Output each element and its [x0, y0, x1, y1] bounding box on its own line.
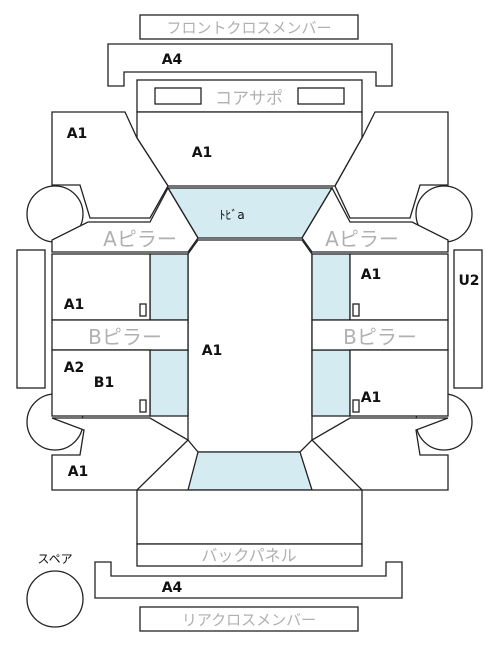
- windshield-label: ﾄﾋﾞa: [219, 208, 244, 222]
- hood-code: A1: [192, 145, 213, 161]
- rear-cross-member-box[interactable]: [139, 606, 359, 632]
- rear-cross-member-label: リアクロスメンバー: [182, 611, 316, 629]
- rear-bumper-code: A4: [162, 580, 183, 596]
- back-panel[interactable]: [136, 543, 363, 567]
- b-pillar-left-label: Bピラー: [88, 325, 162, 349]
- right-front-door-glass[interactable]: [311, 253, 351, 321]
- left-rear-door[interactable]: [51, 349, 151, 417]
- right-rear-door-handle: [352, 399, 360, 413]
- front-cross-member-label: フロントクロスメンバー: [166, 19, 331, 37]
- right-rear-door-code: A1: [361, 390, 382, 406]
- right-rocker-panel[interactable]: [453, 249, 483, 389]
- trunk-lid[interactable]: [136, 489, 363, 545]
- a-pillar-right[interactable]: [301, 186, 449, 253]
- left-fender-code: A1: [67, 126, 88, 142]
- front-bumper-bracket[interactable]: [107, 43, 393, 87]
- left-rear-door-code-b1: B1: [94, 375, 114, 391]
- b-pillar-right-label: Bピラー: [343, 325, 417, 349]
- front-cross-member-box[interactable]: [139, 14, 359, 40]
- roof-code: A1: [202, 343, 223, 359]
- left-front-door-code: A1: [64, 297, 85, 313]
- spare-label: スペア: [37, 552, 72, 566]
- left-front-door[interactable]: [51, 253, 151, 321]
- right-rocker-code: U2: [458, 273, 479, 289]
- left-front-door-glass[interactable]: [149, 253, 189, 321]
- right-front-fender[interactable]: [334, 111, 449, 219]
- left-front-fender[interactable]: [51, 111, 169, 219]
- left-rocker-panel[interactable]: [16, 249, 46, 389]
- a-pillar-left[interactable]: [51, 186, 199, 253]
- hood-panel[interactable]: [136, 111, 363, 187]
- rear-window[interactable]: [187, 451, 313, 491]
- left-rear-door-code-a2: A2: [64, 360, 85, 376]
- right-rear-door[interactable]: [349, 349, 449, 417]
- headlight-right: [297, 87, 345, 105]
- headlight-left: [154, 87, 202, 105]
- right-front-door-code: A1: [361, 267, 382, 283]
- a-pillar-right-label: Aピラー: [325, 227, 399, 251]
- right-front-door-handle: [352, 303, 360, 317]
- core-support-label: コアサポ: [215, 89, 283, 109]
- rear-bumper-bracket[interactable]: [94, 561, 403, 599]
- right-rear-door-glass[interactable]: [311, 349, 351, 417]
- left-rear-quarter-code: A1: [68, 464, 89, 480]
- a-pillar-left-label: Aピラー: [103, 227, 177, 251]
- spare-tire[interactable]: [26, 570, 84, 628]
- back-panel-label: バックパネル: [201, 546, 296, 565]
- left-rear-quarter[interactable]: [51, 417, 190, 491]
- left-front-door-handle: [139, 303, 147, 317]
- front-bumper-code: A4: [162, 52, 183, 68]
- left-rear-door-handle: [139, 399, 147, 413]
- left-rear-door-glass[interactable]: [149, 349, 189, 417]
- right-front-door[interactable]: [349, 253, 449, 321]
- right-rear-quarter[interactable]: [310, 417, 449, 491]
